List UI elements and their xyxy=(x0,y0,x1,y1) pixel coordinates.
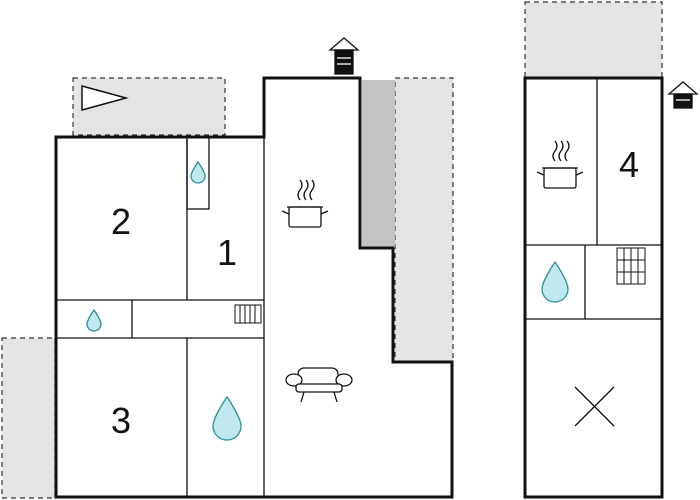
cooking-pot-icon xyxy=(281,179,329,228)
dark-strip xyxy=(362,80,395,248)
sofa-icon xyxy=(285,367,353,403)
shower-niche xyxy=(186,136,210,210)
room-label-3: 3 xyxy=(111,400,131,441)
room-label-1: 1 xyxy=(217,232,237,273)
water-drop-icon xyxy=(86,308,102,332)
water-drop-icon xyxy=(212,395,242,441)
water-drop-icon xyxy=(190,160,206,184)
terrace-top-annex xyxy=(524,1,663,79)
parking-x-icon xyxy=(574,386,615,427)
radiator-icon xyxy=(234,304,262,324)
outdoor-areas xyxy=(1,1,663,499)
annex-walls xyxy=(525,78,662,320)
terrace-bottom-left xyxy=(1,337,56,499)
main-building xyxy=(54,76,454,499)
water-drop-icon xyxy=(541,260,569,303)
terrace-right-strip xyxy=(394,77,454,363)
entrance-door-icon xyxy=(328,37,360,75)
terrace-top-left xyxy=(72,77,226,136)
cooking-pot-icon xyxy=(536,140,584,189)
interior-walls xyxy=(56,136,265,497)
room-label-4: 4 xyxy=(619,144,639,185)
direction-arrow-icon xyxy=(81,85,129,111)
entrance-door-icon xyxy=(667,81,699,109)
room-label-2: 2 xyxy=(111,201,131,242)
water-drops xyxy=(86,160,569,441)
radiator-icon xyxy=(616,247,646,285)
